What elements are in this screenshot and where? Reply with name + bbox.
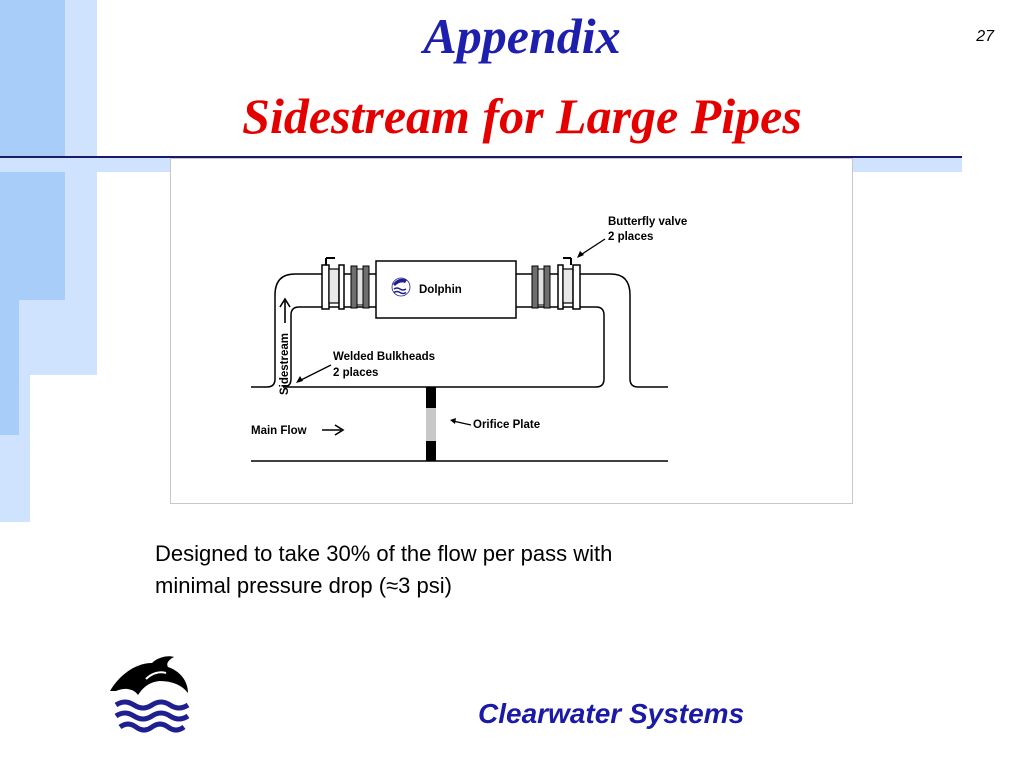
sidestream-inner-wall bbox=[282, 306, 325, 388]
title-rule bbox=[0, 156, 962, 158]
sidestream-diagram: Dolphin Butterfly valve 2 places Sidestr… bbox=[170, 158, 853, 504]
page-subtitle: Sidestream for Large Pipes bbox=[242, 88, 802, 144]
butterfly-valve-count: 2 places bbox=[608, 231, 653, 243]
main-pipe-top-wall bbox=[251, 273, 325, 388]
welded-bulkheads-count: 2 places bbox=[333, 367, 378, 379]
clearwater-dolphin-logo-icon bbox=[110, 656, 190, 733]
deco-square bbox=[0, 0, 19, 435]
sidestream-inner-wall bbox=[586, 306, 605, 388]
caption: Designed to take 30% of the flow per pas… bbox=[155, 538, 815, 602]
left-valve-assembly bbox=[321, 257, 370, 310]
dolphin-label: Dolphin bbox=[419, 284, 462, 296]
pipe-diagram-svg: Dolphin Butterfly valve 2 places Sidestr… bbox=[251, 216, 687, 462]
welded-arrow bbox=[298, 364, 332, 382]
right-valve-assembly bbox=[531, 257, 581, 310]
up-arrow-icon bbox=[279, 297, 291, 308]
butterfly-arrow bbox=[578, 238, 606, 257]
welded-bulkheads-label: Welded Bulkheads bbox=[333, 351, 435, 363]
butterfly-valve-label: Butterfly valve bbox=[608, 216, 687, 228]
caption-line: Designed to take 30% of the flow per pas… bbox=[155, 541, 613, 566]
dolphin-logo-icon bbox=[391, 277, 411, 297]
arrow-head-icon bbox=[296, 376, 303, 383]
orifice-plate-upper bbox=[426, 387, 436, 408]
arrow-head-icon bbox=[450, 418, 456, 424]
right-arrow-icon bbox=[334, 424, 345, 436]
main-pipe-top-wall bbox=[586, 273, 668, 388]
caption-line: minimal pressure drop (≈3 psi) bbox=[155, 573, 452, 598]
company-name: Clearwater Systems bbox=[478, 698, 745, 729]
orifice-plate-opening bbox=[426, 408, 436, 441]
page-number: 27 bbox=[976, 28, 994, 45]
orifice-arrow bbox=[452, 420, 472, 426]
sidestream-label: Sidestream bbox=[279, 333, 291, 395]
page-title: Appendix bbox=[423, 8, 621, 64]
main-flow-label: Main Flow bbox=[251, 425, 307, 437]
orifice-plate-label: Orifice Plate bbox=[473, 419, 540, 431]
arrow-head-icon bbox=[577, 251, 584, 258]
orifice-plate-lower bbox=[426, 441, 436, 461]
